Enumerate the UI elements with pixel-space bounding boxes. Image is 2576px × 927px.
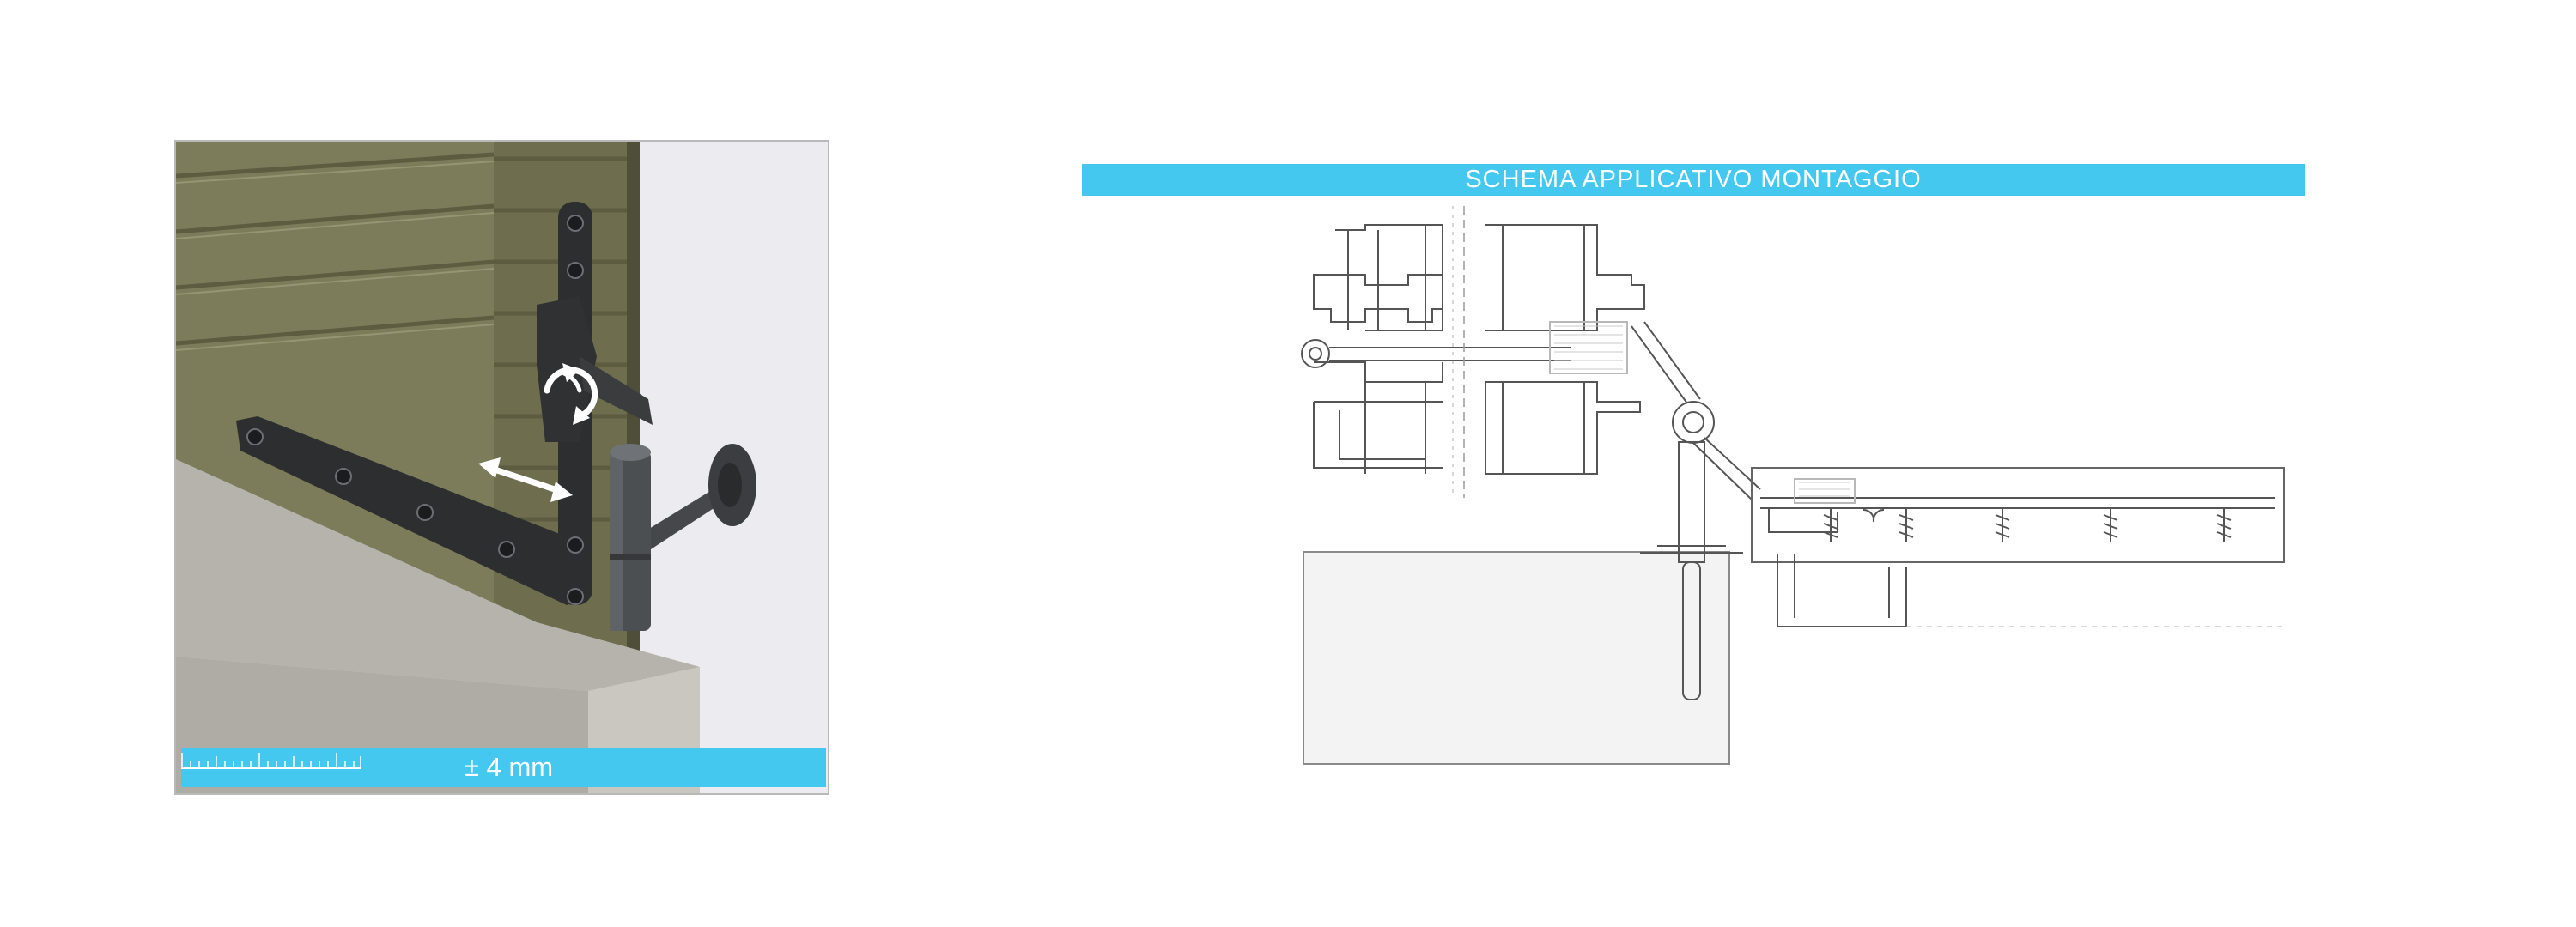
hinge-pin-cylinder bbox=[610, 444, 651, 631]
hinge-arm-diagonal bbox=[1631, 321, 1761, 500]
tolerance-bar: ± 4 mm bbox=[181, 748, 826, 787]
wall-block bbox=[1303, 551, 1730, 765]
tolerance-label: ± 4 mm bbox=[465, 752, 554, 782]
screws bbox=[1823, 508, 2232, 542]
ruler-icon bbox=[181, 753, 361, 769]
window-profile-left bbox=[1301, 224, 1571, 474]
schema-title: SCHEMA APPLICATIVO MONTAGGIO bbox=[1082, 164, 2305, 196]
hardware-block-upper bbox=[1549, 321, 1628, 374]
wall-pin bbox=[1640, 441, 1743, 700]
double-arrow-icon bbox=[478, 457, 573, 502]
mounting-schema-drawing bbox=[1301, 206, 2285, 765]
shutter-leaf-section bbox=[1751, 467, 2285, 627]
rotation-arrow-icon bbox=[544, 363, 598, 425]
window-profile-right bbox=[1485, 224, 1645, 475]
hinge-product-photo: ± 4 mm bbox=[174, 140, 829, 795]
hinge-illustration bbox=[176, 142, 828, 793]
